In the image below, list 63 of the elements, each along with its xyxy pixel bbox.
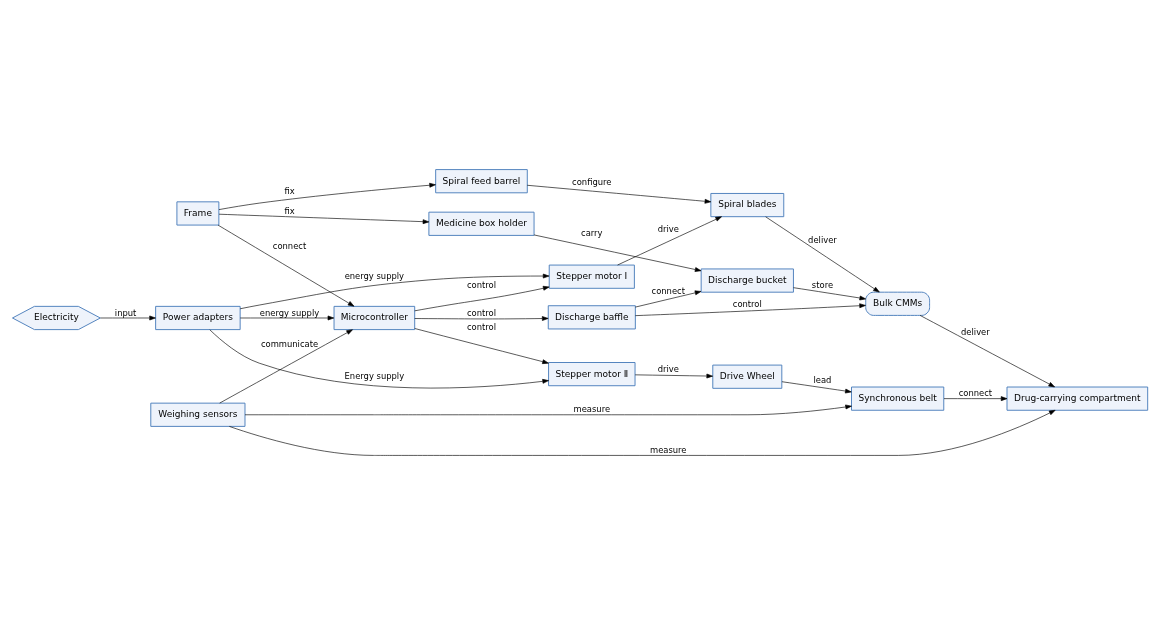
node-box: Drug-carrying compartment (1006, 386, 1149, 411)
arrow (634, 373, 713, 378)
edge-label: communicate (260, 338, 319, 349)
edge-label: control (466, 307, 496, 318)
node-box: Bulk CMMs (865, 291, 931, 316)
node-box: Synchronous belt (851, 386, 945, 411)
edge-label: deliver (808, 234, 837, 245)
edge-label: connect (272, 240, 307, 251)
edge-label: energy supply (344, 270, 405, 281)
node-box: Microcontroller (333, 305, 416, 330)
arrow (526, 184, 712, 204)
arrow (239, 315, 335, 320)
edge-label: drive (657, 223, 679, 234)
arrow (239, 273, 550, 309)
arrow (229, 409, 1056, 456)
arrow (635, 302, 866, 316)
node-box: Weighing sensors (150, 402, 246, 427)
edge-label: energy supply (259, 307, 320, 318)
arrow (793, 286, 866, 300)
arrow (943, 395, 1008, 401)
arrow (218, 213, 430, 224)
edge-label: carry (581, 227, 603, 238)
arrow (919, 314, 1055, 387)
edge-label: store (811, 279, 834, 290)
node-box: Power adapters (155, 305, 241, 330)
edge-label: lead (813, 374, 832, 385)
arrow (765, 215, 880, 292)
node-box: Frame (176, 200, 220, 226)
edge-label: connect (958, 387, 993, 398)
arrow (217, 224, 355, 307)
edge-label: Energy supply (344, 370, 405, 381)
arrow (533, 234, 702, 272)
node-box: Stepper motor Ⅰ (548, 264, 635, 289)
edge-label: measure (573, 403, 611, 414)
node-box: Spiral blades (710, 192, 785, 217)
arrow (635, 290, 702, 307)
node-box: Discharge baffle (547, 304, 636, 329)
edge-label: fix (284, 185, 295, 196)
node-box: Discharge bucket (700, 267, 794, 293)
edge-label: control (466, 321, 496, 332)
edge-label: configure (572, 176, 612, 187)
edge-label: control (466, 279, 496, 290)
edge-label: drive (657, 363, 679, 374)
node-box: Stepper motor Ⅱ (548, 361, 636, 386)
edge-label: deliver (961, 326, 990, 337)
edge-label: fix (284, 205, 295, 216)
arrow (617, 215, 722, 265)
node-box: Medicine box holder (428, 211, 535, 236)
arrow (209, 328, 549, 388)
node-box: Spiral feed barrel (435, 168, 528, 193)
arrow (414, 285, 550, 311)
arrow (781, 380, 852, 393)
arrow (244, 404, 852, 415)
arrow (414, 327, 549, 364)
arrow (218, 182, 436, 210)
edge-label: measure (650, 444, 687, 455)
edge-label: control (732, 298, 762, 309)
arrow (100, 315, 156, 320)
arrow (414, 315, 549, 321)
edge-label: input (114, 307, 137, 318)
arrow (219, 328, 353, 403)
edge-label: connect (651, 285, 685, 296)
node-box: Drive Wheel (712, 364, 783, 389)
